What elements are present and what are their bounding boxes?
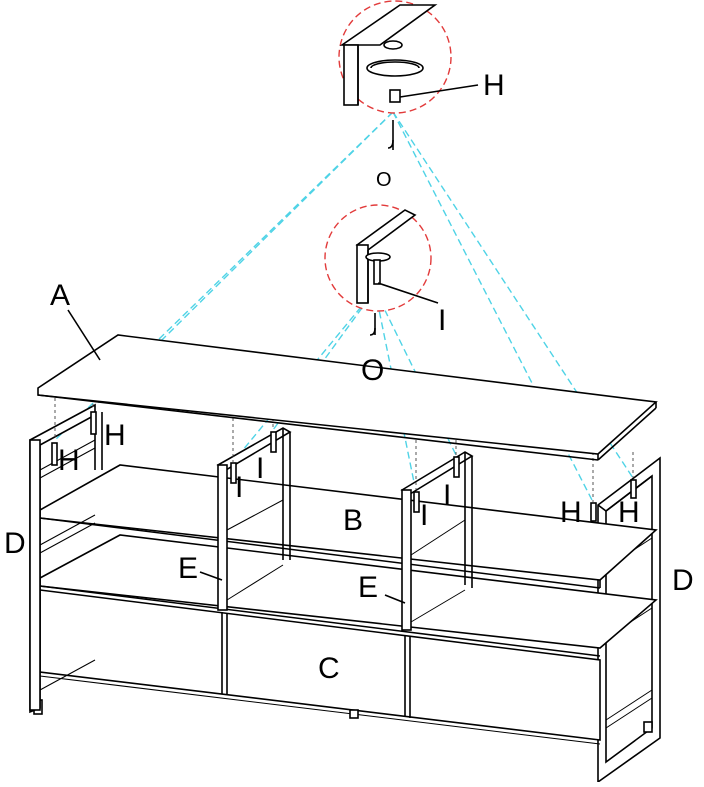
label-b: B — [343, 504, 363, 537]
label-i-4: I — [420, 499, 428, 532]
leader-e-left — [199, 571, 223, 581]
label-i-2: I — [235, 471, 243, 504]
label-i-1: I — [256, 452, 264, 485]
cabinet-body — [33, 412, 658, 745]
label-h-detail: H — [483, 69, 505, 102]
label-o-mid: O — [361, 354, 384, 387]
label-c: C — [318, 652, 340, 685]
label-h-left-2: H — [58, 444, 80, 477]
leader-i-detail — [377, 282, 439, 304]
label-a: A — [50, 279, 70, 312]
screws — [51, 411, 637, 522]
label-o-top: O — [376, 169, 392, 191]
top-panel-a — [37, 334, 658, 461]
label-i-3: I — [443, 479, 451, 512]
leader-e-right — [384, 594, 406, 604]
label-h-right-2: H — [618, 496, 640, 529]
label-i-detail: I — [438, 304, 446, 337]
label-h-left-1: H — [104, 419, 126, 452]
label-e-right: E — [358, 571, 378, 604]
leader-h-detail — [399, 84, 479, 98]
label-e-left: E — [178, 552, 198, 585]
label-h-right-1: H — [560, 496, 582, 529]
leader-a — [67, 309, 101, 361]
label-d-right: D — [672, 564, 694, 597]
label-d-left: D — [4, 527, 26, 560]
left-frame-d — [29, 403, 96, 714]
detail-circle-h — [338, 0, 452, 150]
detail-circle-i — [324, 204, 432, 336]
